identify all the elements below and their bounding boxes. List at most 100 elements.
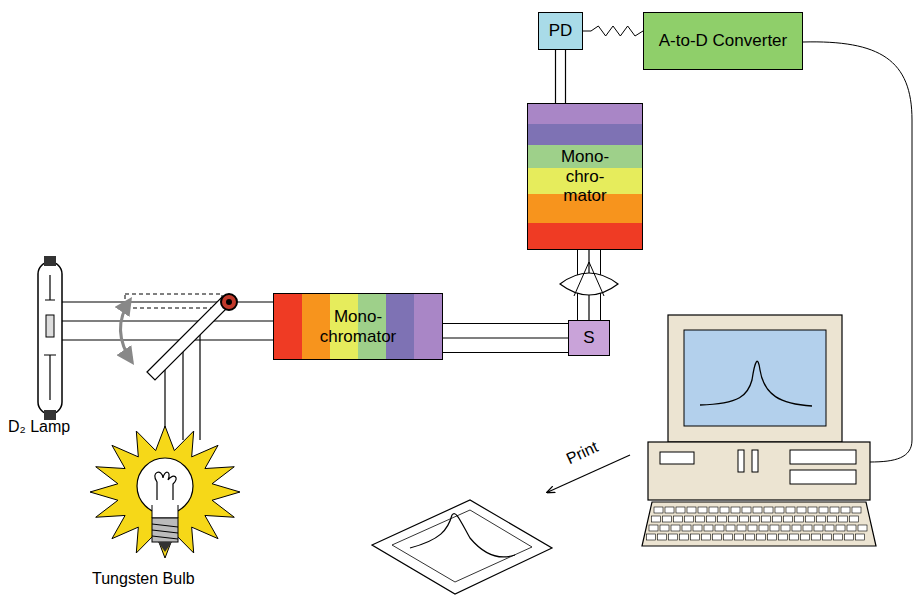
key	[691, 534, 700, 540]
key	[825, 525, 834, 531]
lamp-tube	[38, 262, 62, 414]
key	[674, 516, 683, 522]
key	[817, 516, 826, 522]
key	[781, 525, 790, 531]
beam-line	[199, 325, 200, 440]
light-path	[556, 50, 566, 103]
lamp-electrode	[44, 275, 56, 400]
key	[742, 507, 751, 513]
key	[709, 507, 718, 513]
key	[795, 516, 804, 522]
key	[847, 525, 856, 531]
key	[669, 534, 678, 540]
beam-fill	[443, 324, 568, 352]
key	[671, 525, 680, 531]
box-label: Mono- chro- mator	[554, 147, 616, 206]
beam-line	[565, 50, 566, 103]
beam-axis	[443, 337, 568, 338]
drive-slot	[738, 450, 744, 472]
key	[784, 516, 793, 522]
key	[737, 525, 746, 531]
key	[786, 507, 795, 513]
key	[801, 534, 810, 540]
lens-body	[560, 273, 618, 295]
drive-bay	[790, 450, 856, 464]
key	[823, 534, 832, 540]
tungsten-bulb	[90, 426, 240, 558]
keyboard-keys	[647, 507, 868, 540]
key	[663, 516, 672, 522]
d2-lamp	[38, 256, 62, 420]
filament	[155, 472, 176, 500]
box-label: S	[583, 328, 594, 348]
key	[715, 525, 724, 531]
key	[806, 516, 815, 522]
key	[685, 516, 694, 522]
key	[762, 516, 771, 522]
lamp-beam	[62, 302, 273, 340]
drive-slot	[752, 450, 758, 472]
key	[834, 534, 843, 540]
key	[808, 507, 817, 513]
bulb-thread	[152, 524, 178, 539]
key	[858, 525, 867, 531]
key	[819, 507, 828, 513]
key	[814, 525, 823, 531]
key	[790, 534, 799, 540]
key	[665, 507, 674, 513]
sample-cell: S	[568, 320, 610, 356]
key	[775, 507, 784, 513]
lamp-aperture	[46, 315, 54, 337]
printout	[372, 455, 630, 594]
keyboard	[642, 502, 876, 546]
box-label: PD	[549, 21, 573, 41]
mirror-alt-position	[125, 294, 222, 308]
key	[707, 516, 716, 522]
lens-rays	[574, 262, 604, 296]
key	[746, 534, 755, 540]
key	[729, 516, 738, 522]
key	[652, 516, 661, 522]
lens	[560, 262, 618, 296]
key	[696, 516, 705, 522]
key	[759, 525, 768, 531]
key	[748, 525, 757, 531]
monochromator-box: Mono- chro- mator	[527, 103, 643, 250]
key	[850, 516, 859, 522]
key	[812, 534, 821, 540]
key	[740, 516, 749, 522]
print-label: Print	[564, 438, 602, 469]
key	[797, 507, 806, 513]
key	[768, 534, 777, 540]
key	[649, 525, 658, 531]
beam-line	[62, 320, 273, 321]
drive-bay	[790, 470, 856, 484]
key	[682, 525, 691, 531]
key	[839, 516, 848, 522]
key	[770, 525, 779, 531]
key	[779, 534, 788, 540]
lamp-cap	[44, 256, 56, 266]
key	[751, 516, 760, 522]
lamp-label: D₂ Lamp	[8, 418, 70, 436]
beam-line	[62, 339, 273, 340]
key	[792, 525, 801, 531]
monochromator-box: Mono- chromator	[273, 293, 443, 360]
key	[828, 516, 837, 522]
photodetector-box: PD	[538, 12, 583, 50]
paper	[372, 500, 552, 594]
key	[773, 516, 782, 522]
computer	[642, 315, 876, 546]
key	[654, 507, 663, 513]
beam-line	[182, 342, 183, 440]
key	[852, 507, 861, 513]
key	[753, 507, 762, 513]
panel	[660, 452, 694, 464]
key	[724, 534, 733, 540]
bulb-tip	[158, 542, 172, 552]
monitor-screen	[684, 330, 826, 426]
bulb-base	[152, 518, 178, 542]
key	[845, 534, 854, 540]
key	[658, 534, 667, 540]
